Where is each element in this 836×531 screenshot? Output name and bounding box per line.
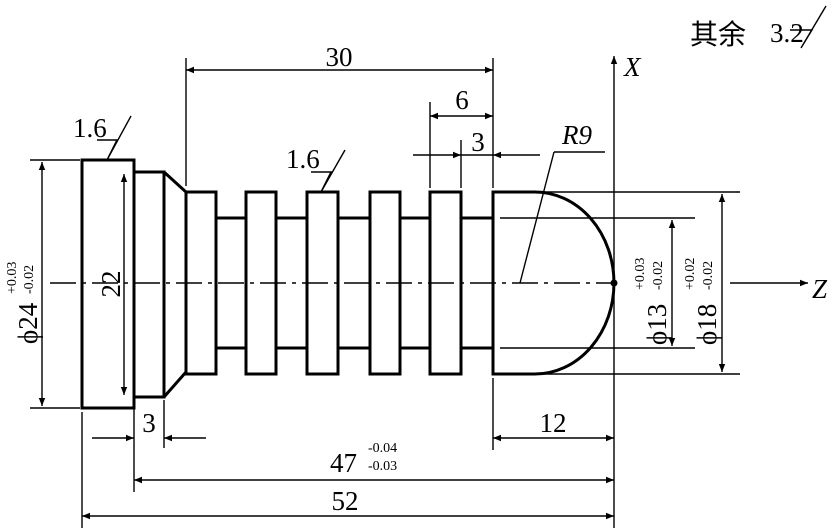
- roughness-rest: 其余 3.2: [690, 5, 827, 51]
- roughness-mid: 1.6: [286, 144, 346, 193]
- dim-47-tol-lower: -0.03: [368, 459, 397, 474]
- dim-47-text: 47: [330, 448, 357, 478]
- dim-3-bottom-text: 3: [142, 408, 156, 438]
- dim-24-tol-lower: -0.02: [22, 265, 37, 294]
- z-axis-label: Z: [812, 274, 828, 304]
- dim-13-tol-upper: +0.03: [633, 258, 648, 290]
- dim-12-text: 12: [540, 408, 567, 438]
- roughness-symbol-icon: [97, 115, 132, 161]
- dim-13-text: ϕ13: [642, 304, 672, 345]
- dim-24-tol-upper: +0.03: [5, 262, 20, 294]
- dim-3-top-text: 3: [471, 127, 485, 157]
- dimension-text: 30 6 3 R9 12 3 47 -0.04 -0.03 52 ϕ24 +0.…: [5, 42, 722, 516]
- groove-lines: [216, 216, 493, 350]
- part-outline: [80, 158, 618, 410]
- dim-18-tol-upper: +0.02: [683, 258, 698, 290]
- hemispherical-end: [491, 190, 616, 376]
- roughness-left-value: 1.6: [73, 113, 107, 143]
- r9-text: R9: [561, 120, 592, 150]
- dim-30-text: 30: [326, 42, 353, 72]
- dim-18-text: ϕ18: [692, 304, 722, 345]
- dimension-lines: [38, 66, 726, 520]
- dim-13-tol-lower: -0.02: [651, 261, 666, 290]
- extension-lines: [30, 58, 740, 528]
- shoulder-section: [132, 170, 166, 399]
- roughness-rest-value: 3.2: [770, 18, 804, 48]
- dim-22-text: 22: [96, 271, 126, 298]
- dim-24-text: ϕ24: [13, 302, 43, 344]
- dim-52-text: 52: [332, 486, 359, 516]
- dim-18-tol-lower: -0.02: [701, 261, 716, 290]
- dim-6-text: 6: [455, 85, 469, 115]
- roughness-left: 1.6: [73, 113, 132, 161]
- roughness-symbol-icon: [311, 149, 346, 193]
- roughness-symbol-icon: [790, 5, 827, 49]
- roughness-mid-value: 1.6: [286, 144, 320, 174]
- axes: X Z: [50, 52, 828, 528]
- chamfer-taper: [162, 170, 188, 398]
- x-axis-label: X: [623, 52, 642, 82]
- dim-47-tol-upper: -0.04: [368, 441, 397, 456]
- r9-leader: [519, 151, 555, 284]
- roughness-rest-label: 其余: [690, 18, 746, 51]
